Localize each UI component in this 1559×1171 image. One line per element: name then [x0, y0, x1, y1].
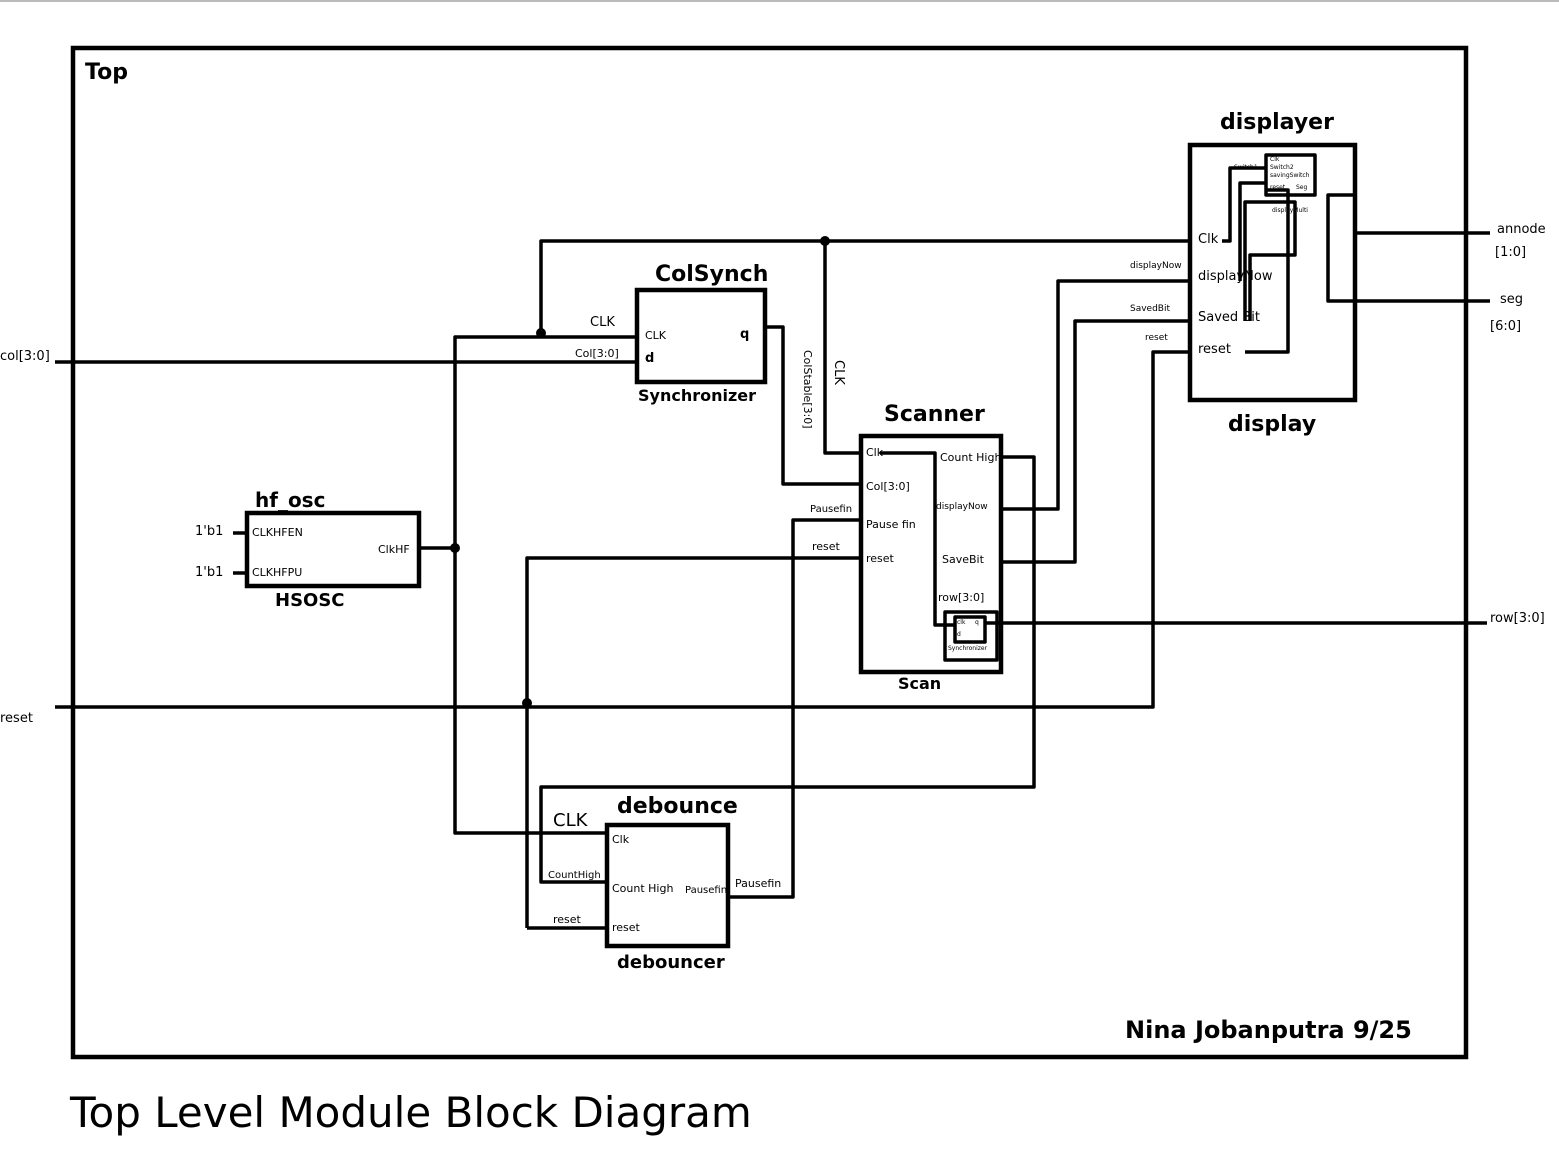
displaymulti-module: displayMulti — [1272, 207, 1308, 214]
debounce-instance: debounce — [617, 794, 738, 819]
scanner-port-reset: reset — [866, 552, 894, 565]
savedbit-wire-label: SavedBit — [1130, 304, 1171, 314]
seg-output-label: seg — [1500, 292, 1524, 307]
displayer-instance: displayer — [1220, 110, 1334, 135]
colsynch-col-wire-label: Col[3:0] — [575, 347, 619, 360]
hsosc-port-clk: ClkHF — [378, 543, 410, 556]
scanner-port-clk: Clk — [866, 446, 884, 459]
debounce-pausefin-wire-label: Pausefin — [735, 877, 782, 890]
const-pu-label: 1'b1 — [195, 565, 224, 580]
reset-input-label: reset — [0, 711, 33, 726]
scanner-port-pausefin: Pause fin — [866, 518, 916, 531]
scanner-port-col: Col[3:0] — [866, 480, 910, 493]
scanner-mini-q: q — [975, 619, 979, 626]
scanner-port-row: row[3:0] — [938, 591, 985, 604]
colsynch-clk-wire-label: CLK — [590, 315, 615, 330]
displayer-port-displaynow: displayNow — [1198, 269, 1273, 284]
displaymulti-port-clk: Clk — [1270, 156, 1280, 163]
scanner-pausefin-wire-label: Pausefin — [810, 504, 853, 515]
scanner-module: Scan — [898, 674, 942, 693]
debounce-box — [604, 822, 731, 949]
col-input-label: col[3:0] — [0, 349, 50, 364]
annode-width-label: [1:0] — [1495, 245, 1527, 260]
displayer-port-clk: Clk — [1198, 232, 1219, 247]
scanner-mini-module: Synchronizer — [948, 645, 988, 652]
hsosc-port-en: CLKHFEN — [252, 526, 303, 539]
displayer-port-reset: reset — [1198, 342, 1231, 357]
scanner-mini-d: d — [957, 631, 961, 638]
top-label: Top — [85, 60, 128, 85]
scanner-box — [858, 433, 1004, 675]
scanner-reset-wire-label: reset — [812, 540, 840, 553]
annode-output-label: annode — [1497, 222, 1546, 237]
displaymulti-port-saving: savingSwitch — [1270, 172, 1310, 179]
displayer-reset-wire-label: reset — [1145, 333, 1168, 343]
scanner-port-counthigh: Count High — [940, 451, 1002, 464]
colstable-wire-label: ColStable[3:0] — [801, 350, 814, 429]
junctions — [450, 236, 830, 708]
debounce-port-counthigh: Count High — [612, 882, 674, 895]
row-output-label: row[3:0] — [1490, 611, 1545, 626]
scanner-instance: Scanner — [884, 402, 985, 427]
scanner-port-savebit: SaveBit — [942, 553, 984, 566]
debounce-counthigh-wire-label: CountHigh — [548, 870, 601, 881]
hsosc-instance: hf_osc — [255, 488, 326, 512]
displaymulti-port-seg: Seg — [1296, 184, 1308, 191]
displaymulti-box — [1264, 153, 1317, 197]
signature: Nina Jobanputra 9/25 — [1125, 1016, 1412, 1044]
debounce-clk-wire-label: CLK — [553, 810, 588, 831]
scanner-mini-sync-outline — [943, 610, 999, 662]
colsynch-port-clk: CLK — [645, 329, 667, 342]
displayer-module: display — [1228, 412, 1317, 437]
const-en-label: 1'b1 — [195, 524, 224, 539]
colsynch-instance: ColSynch — [655, 262, 769, 287]
debounce-reset-wire-label: reset — [553, 913, 581, 926]
scanner-mini-clk: clk — [957, 619, 966, 626]
displaymulti-switch1-label: Switch1 — [1234, 164, 1258, 171]
wires — [55, 166, 1490, 930]
scanner-mini-sync-box — [953, 615, 987, 644]
displayer-box — [1187, 142, 1358, 403]
displaynow-wire-label: displayNow — [1130, 261, 1182, 271]
colsynch-module: Synchronizer — [638, 386, 757, 405]
debounce-module: debouncer — [617, 952, 725, 973]
debounce-port-reset: reset — [612, 921, 640, 934]
displayer-port-savedbit: Saved Bit — [1198, 310, 1260, 325]
debounce-port-clk: Clk — [612, 833, 630, 846]
diagram-caption: Top Level Module Block Diagram — [70, 1088, 752, 1137]
colsynch-port-d: d — [645, 351, 655, 366]
scanner-port-displaynow: displayNow — [936, 502, 988, 512]
seg-width-label: [6:0] — [1490, 319, 1522, 334]
hsosc-port-pu: CLKHFPU — [252, 566, 303, 579]
hsosc-module: HSOSC — [275, 590, 345, 611]
displaymulti-port-reset: reset — [1270, 184, 1286, 191]
colsynch-port-q: q — [740, 327, 750, 342]
scanner-clk-wire-label: CLK — [831, 360, 846, 385]
top-module-box — [70, 45, 1469, 1060]
displaymulti-port-switch2: Switch2 — [1270, 164, 1294, 171]
debounce-port-pausefin: Pausefin — [685, 885, 728, 896]
